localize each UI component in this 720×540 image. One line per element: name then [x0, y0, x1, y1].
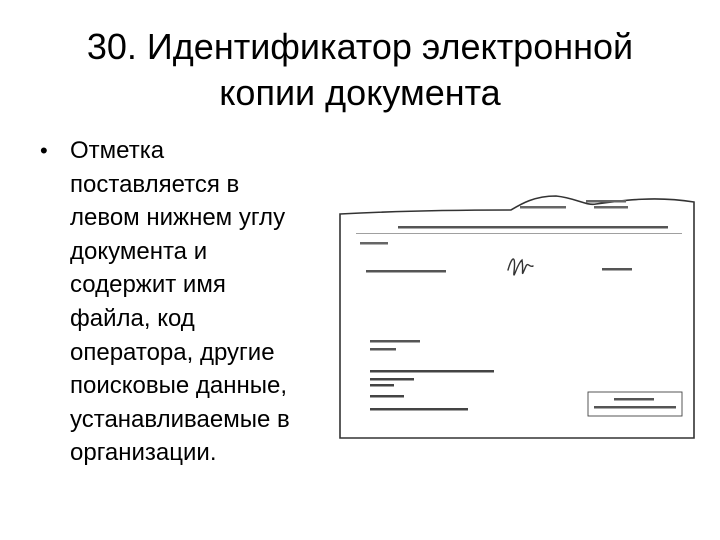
doc-signer-line [602, 268, 632, 271]
bullet-line-10: организации. [70, 439, 217, 467]
slide-title-line-2: копии документа [219, 72, 501, 113]
doc-subject-underline [356, 233, 682, 234]
doc-stamp-line-1 [614, 398, 654, 401]
bullet-line-5: содержит имя [70, 271, 226, 299]
document-sample-illustration [339, 195, 695, 439]
doc-registration-stamp [587, 391, 683, 417]
doc-identifier-line-2 [370, 378, 414, 381]
doc-identifier-line-3 [370, 384, 394, 387]
doc-identifier-line-4 [370, 395, 404, 398]
bullet-dot-icon: • [40, 138, 48, 163]
slide-title-line-1: 30. Идентификатор электронной [86, 26, 634, 67]
bullet-line-9: устанавливаемые в [70, 405, 290, 433]
doc-header-fragment-2 [586, 200, 626, 203]
doc-subject-line [398, 226, 668, 229]
doc-stamp-line-2 [594, 406, 676, 409]
bullet-item: • Отметка поставляется в левом нижнем уг… [40, 134, 340, 470]
slide-title: 30. Идентификатор электронной копии доку… [0, 24, 720, 116]
doc-header-fragment-1 [520, 206, 566, 209]
doc-identifier-line-5 [370, 408, 468, 411]
bullet-line-6: файла, код [70, 304, 195, 332]
doc-small-line [360, 242, 388, 245]
doc-executor-line-2 [370, 348, 396, 351]
bullet-line-4: документа и [70, 237, 208, 265]
doc-identifier-line-1 [370, 370, 494, 373]
doc-header-fragment-3 [594, 206, 628, 209]
bullet-text: Отметка поставляется в левом нижнем углу… [70, 134, 340, 470]
signature-mark [507, 258, 534, 276]
bullet-line-3: левом нижнем углу [70, 204, 286, 232]
doc-executor-line-1 [370, 340, 420, 343]
bullet-line-2: поставляется в [70, 170, 240, 198]
document-page-outline [339, 195, 695, 439]
bullet-line-7: оператора, другие [70, 338, 275, 366]
bullet-line-1: Отметка [70, 137, 165, 164]
doc-position-line [366, 270, 446, 273]
bullet-line-8: поисковые данные, [70, 372, 288, 400]
document-sample-image [336, 186, 698, 442]
